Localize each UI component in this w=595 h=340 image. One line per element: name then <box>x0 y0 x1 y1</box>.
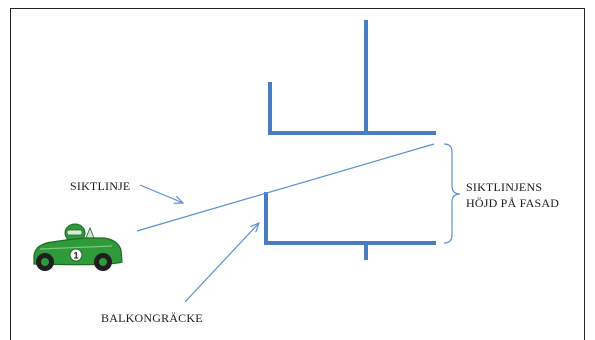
balcony-railing-label: BALKONGRÄCKE <box>101 311 203 325</box>
sight-line-arrow <box>139 184 183 203</box>
race-car-icon: 1 <box>33 223 123 271</box>
lower-balcony-structure <box>264 192 436 260</box>
sight-line-label: SIKTLINJE <box>70 179 131 193</box>
height-bracket <box>443 143 461 244</box>
facade-height-label-line1: SIKTLINJENS <box>466 180 543 194</box>
sight-line <box>136 143 435 232</box>
car-number: 1 <box>73 251 78 261</box>
facade-height-label-line2: HÖJD PÅ FASAD <box>466 196 560 210</box>
upper-balcony-structure <box>268 20 436 135</box>
railing-arrow <box>184 223 259 303</box>
diagram-frame <box>10 8 585 340</box>
